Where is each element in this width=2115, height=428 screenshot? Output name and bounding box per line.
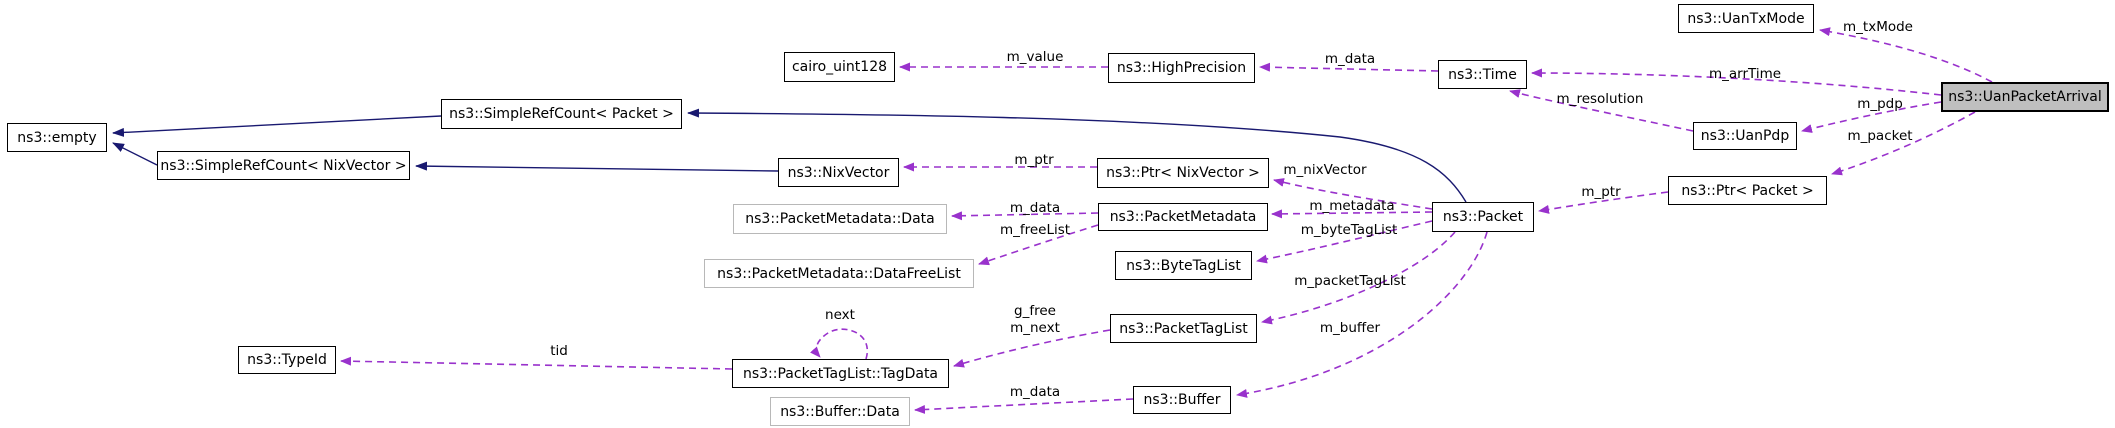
- class-node-ns3-buffer-data: ns3::Buffer::Data: [770, 397, 910, 426]
- edge-label-m-pdp: m_pdp: [1857, 96, 1903, 112]
- class-node-ns3-nixvector[interactable]: ns3::NixVector: [778, 158, 899, 187]
- class-node-ns3-simplerefcount-packet[interactable]: ns3::SimpleRefCount< Packet >: [441, 99, 682, 129]
- edge-label-m-ptr-nixvector: m_ptr: [1014, 152, 1054, 168]
- class-node-ns3-packettaglist-tagdata[interactable]: ns3::PacketTagList::TagData: [732, 359, 949, 388]
- edge-label-m-packettaglist: m_packetTagList: [1294, 273, 1406, 289]
- class-node-ns3-packettaglist[interactable]: ns3::PacketTagList: [1110, 314, 1257, 343]
- edge-next-selfloop: [810, 328, 869, 360]
- class-node-ns3-uanpacketarrival: ns3::UanPacketArrival: [1941, 82, 2109, 112]
- edge-label-m-value: m_value: [1006, 49, 1064, 65]
- edge-label-m-nixvector: m_nixVector: [1283, 162, 1367, 178]
- class-node-ns3-uantxmode[interactable]: ns3::UanTxMode: [1678, 4, 1814, 33]
- class-node-ns3-packetmetadata-data: ns3::PacketMetadata::Data: [733, 204, 947, 234]
- class-node-ns3-ptr-packet[interactable]: ns3::Ptr< Packet >: [1668, 176, 1827, 205]
- edge-label-m-packet: m_packet: [1847, 128, 1913, 144]
- edge-label-m-buffer: m_buffer: [1319, 320, 1381, 336]
- class-node-ns3-uanpdp[interactable]: ns3::UanPdp: [1693, 122, 1797, 150]
- edge-label-m-arrtime: m_arrTime: [1708, 66, 1782, 82]
- edge-label-m-bytetaglist: m_byteTagList: [1300, 222, 1398, 238]
- class-node-ns3-packetmetadata[interactable]: ns3::PacketMetadata: [1098, 203, 1268, 231]
- class-node-ns3-highprecision[interactable]: ns3::HighPrecision: [1108, 53, 1255, 83]
- class-node-cairo-uint128[interactable]: cairo_uint128: [784, 52, 895, 82]
- edge-label-m-resolution: m_resolution: [1556, 91, 1644, 107]
- class-node-ns3-buffer[interactable]: ns3::Buffer: [1133, 386, 1231, 414]
- edge-label-m-data-time: m_data: [1324, 51, 1376, 67]
- edge-label-g-free: g_free: [1014, 303, 1056, 319]
- edge-label-m-data-buffer: m_data: [1009, 384, 1061, 400]
- class-node-ns3-ptr-nixvector[interactable]: ns3::Ptr< NixVector >: [1097, 158, 1269, 188]
- edge-label-m-freelist: m_freeList: [999, 222, 1071, 238]
- edge-label-m-data-packetmetadata: m_data: [1009, 200, 1061, 216]
- edge-label-tid: tid: [550, 343, 568, 359]
- edge-label-m-next: m_next: [1010, 320, 1060, 336]
- edge-m-data-buffer: [914, 398, 1134, 414]
- edge-label-m-txmode: m_txMode: [1843, 19, 1913, 35]
- edge-label-next: next: [825, 307, 855, 323]
- edge-label-m-ptr-packet: m_ptr: [1581, 184, 1621, 200]
- edge-inherit-simplerefcountnixvector-empty: [112, 142, 158, 166]
- class-node-ns3-packet[interactable]: ns3::Packet: [1432, 202, 1534, 232]
- edge-m-data-time: [1259, 62, 1439, 72]
- class-node-ns3-bytetaglist[interactable]: ns3::ByteTagList: [1115, 251, 1252, 280]
- edge-inherit-nixvector-simplerefcountnixvector: [415, 161, 779, 172]
- class-node-ns3-typeid[interactable]: ns3::TypeId: [238, 346, 336, 374]
- class-node-ns3-simplerefcount-nixvector[interactable]: ns3::SimpleRefCount< NixVector >: [157, 151, 410, 180]
- edge-tid: [340, 356, 733, 370]
- class-node-ns3-packetmetadata-datafreelist: ns3::PacketMetadata::DataFreeList: [704, 259, 974, 288]
- edge-inherit-simplerefcountpacket-empty: [112, 115, 442, 137]
- class-node-ns3-time[interactable]: ns3::Time: [1438, 60, 1527, 89]
- edge-m-buffer: [1236, 231, 1488, 398]
- class-node-ns3-empty[interactable]: ns3::empty: [7, 123, 107, 152]
- edge-label-m-metadata: m_metadata: [1309, 198, 1395, 214]
- edge-m-txmode: [1819, 27, 1993, 83]
